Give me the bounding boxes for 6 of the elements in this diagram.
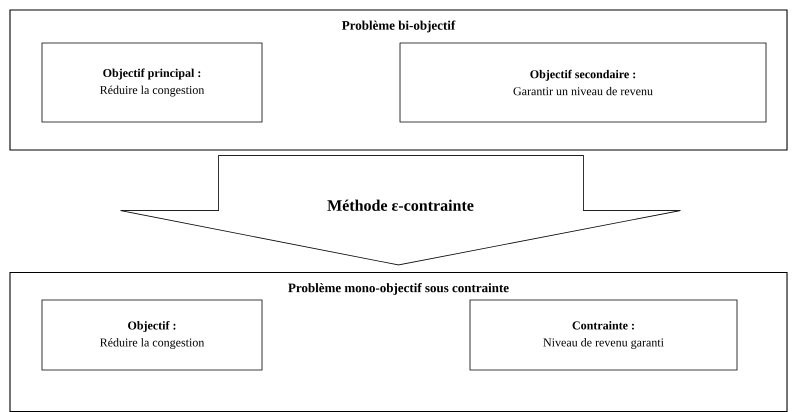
edge-label: Méthode ε-contrainte <box>326 198 475 212</box>
objective-box: Objectif secondaire : Garantir un niveau de revenu <box>400 42 766 122</box>
objective-box: Objectif principal : Réduire la congestion <box>42 42 262 122</box>
objective-box: Contrainte : Niveau de revenu garanti <box>470 300 738 370</box>
objective-box: Objectif : Réduire la congestion <box>42 300 262 370</box>
block-arrow <box>120 155 681 266</box>
